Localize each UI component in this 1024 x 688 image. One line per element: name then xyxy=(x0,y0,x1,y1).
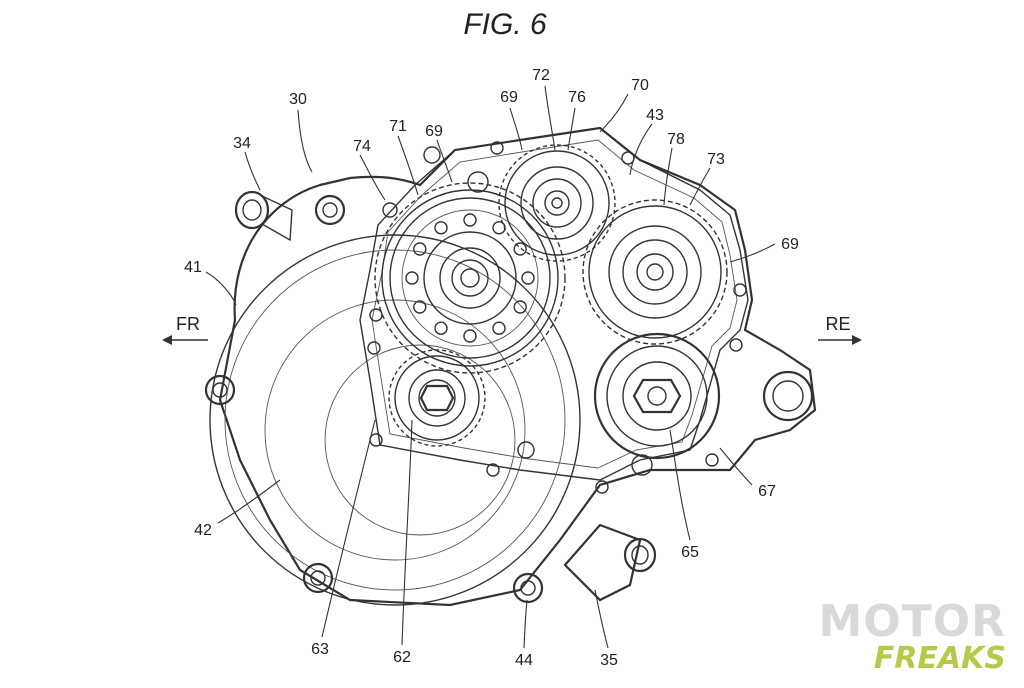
gear-71-hole xyxy=(413,242,427,256)
gear-71-hole xyxy=(463,329,477,343)
ref-35: 35 xyxy=(600,652,618,669)
ref-44: 44 xyxy=(515,652,533,669)
hub-65 xyxy=(593,332,721,460)
housing-mount-bosses xyxy=(204,194,814,604)
gear-71-hole xyxy=(463,213,477,227)
ref-71: 71 xyxy=(389,118,407,135)
ref-30: 30 xyxy=(289,91,307,108)
gear-71-hole xyxy=(513,242,527,256)
ref-70: 70 xyxy=(631,77,649,94)
gear-71-hole xyxy=(413,300,427,314)
ref-62: 62 xyxy=(393,649,411,666)
gear-71-hole xyxy=(434,321,448,335)
gear-71-hole xyxy=(492,221,506,235)
ref-63: 63 xyxy=(311,641,329,658)
ref-74: 74 xyxy=(353,138,371,155)
direction-arrows xyxy=(162,335,862,345)
watermark-line-2: FREAKS xyxy=(874,641,1006,676)
ref-34: 34 xyxy=(233,135,251,152)
figure-title: FIG. 6 xyxy=(463,8,547,41)
gear-71-hole xyxy=(434,221,448,235)
ref-73: 73 xyxy=(707,151,725,168)
gear-72 xyxy=(498,144,616,262)
fitting-34 xyxy=(234,190,293,242)
watermark-logo: MOTOR FREAKS xyxy=(819,596,1007,676)
gear-71 xyxy=(374,182,566,374)
ref-72: 72 xyxy=(532,67,550,84)
ref-69-right: 69 xyxy=(781,236,799,253)
ref-69-left: 69 xyxy=(425,123,443,140)
watermark-line-1: MOTOR xyxy=(819,596,1007,647)
ref-78: 78 xyxy=(667,131,685,148)
gear-71-hole xyxy=(521,271,535,285)
direction-rear-label: RE xyxy=(825,314,850,334)
gear-71-hole xyxy=(492,321,506,335)
gear-71-hole xyxy=(513,300,527,314)
gear-62 xyxy=(388,349,486,447)
reference-numerals: 30 34 41 74 71 69 69 72 76 70 43 78 73 6… xyxy=(184,67,799,669)
fitting-35 xyxy=(563,523,657,602)
direction-front-label: FR xyxy=(176,314,200,334)
ref-42: 42 xyxy=(194,522,212,539)
ref-76: 76 xyxy=(568,89,586,106)
ref-69-top: 69 xyxy=(500,89,518,106)
ref-65: 65 xyxy=(681,544,699,561)
gear-73 xyxy=(582,199,728,345)
cover-bolts xyxy=(367,141,747,494)
gear-71-hole xyxy=(405,271,419,285)
ref-43: 43 xyxy=(646,107,664,124)
ref-41: 41 xyxy=(184,259,202,276)
ref-67: 67 xyxy=(758,483,776,500)
crankcase-housing xyxy=(209,126,817,607)
leader-lines xyxy=(205,85,776,649)
